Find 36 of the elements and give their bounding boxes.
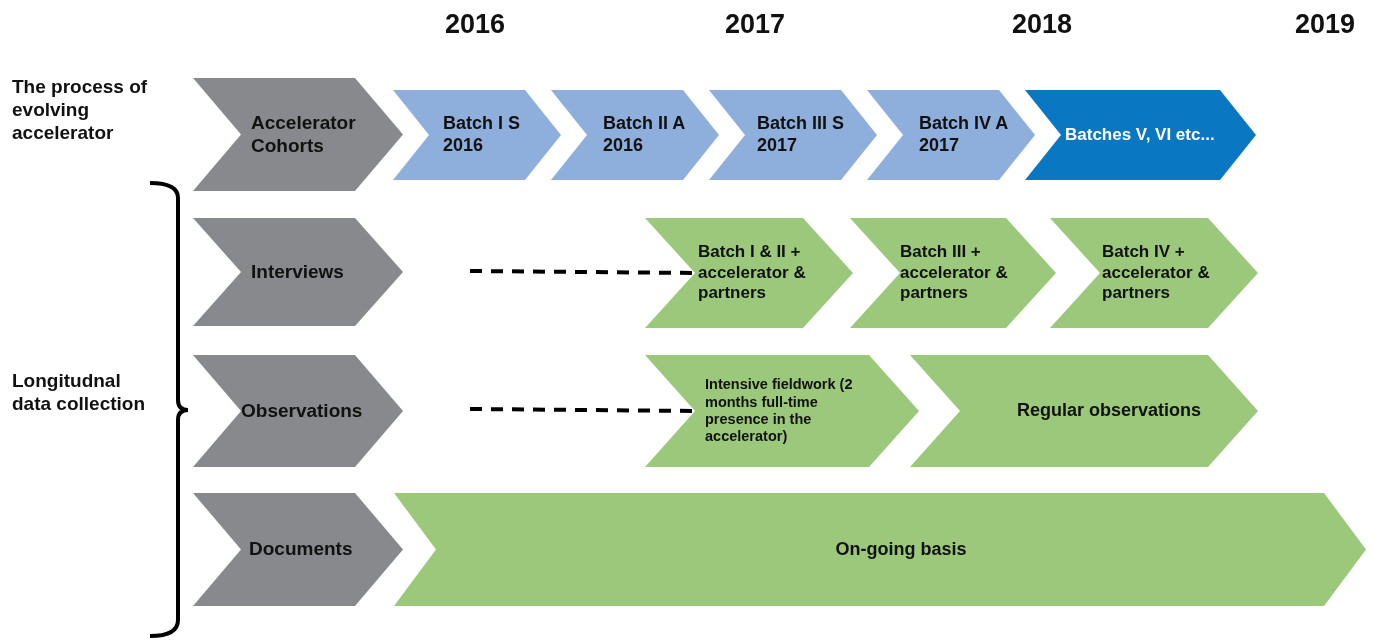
- chevron-label: Batch I S 2016: [443, 113, 522, 157]
- chevron-shape: [850, 218, 1056, 328]
- chevron-label: Interviews: [251, 260, 344, 284]
- year-label: 2016: [443, 8, 507, 41]
- year-label: 2019: [1293, 8, 1357, 41]
- chevron-label: Batch IV A 2017: [919, 113, 1009, 157]
- year-label: 2017: [723, 8, 787, 41]
- chevron-shape: [709, 90, 877, 180]
- chevron-shape: [645, 218, 853, 328]
- chevron-label: Batch II A 2016: [603, 113, 686, 157]
- chevron-shape: [193, 355, 403, 467]
- chevron-label: Batch III S 2017: [757, 113, 846, 157]
- group-heading: Longitudnal data collection: [12, 370, 147, 416]
- chevron-shape: [551, 90, 719, 180]
- chevron-label: Observations: [241, 399, 363, 423]
- chevron-shape: [193, 78, 403, 191]
- chevron-shape: [1050, 218, 1258, 328]
- chevron-label: On-going basis: [834, 538, 968, 561]
- chevron-shape: [1025, 90, 1256, 180]
- chevron-label: Batch IV + accelerator & partners: [1102, 242, 1210, 304]
- chevron-label: Documents: [249, 538, 353, 561]
- chevron-label: Intensive fieldwork (2 months full-time presence in the accelerator): [705, 376, 854, 446]
- chevron-label: Accelerator Cohorts: [251, 111, 357, 158]
- year-label: 2018: [1010, 8, 1074, 41]
- chevron-label: Batch III + accelerator & partners: [900, 242, 1008, 304]
- chevron-shape: [393, 90, 561, 180]
- chevron-shape: [394, 493, 1366, 606]
- chevron-shape: [193, 493, 403, 606]
- chevron-shape: [867, 90, 1035, 180]
- chevron-label: Batch I & II + accelerator & partners: [698, 242, 806, 304]
- row-heading: The process of evolving accelerator: [12, 76, 149, 145]
- chevron-shape: [193, 218, 403, 326]
- chevron-shape: [910, 355, 1258, 467]
- chevron-label: Regular observations: [1015, 400, 1203, 422]
- chevron-label: Batches V, VI etc...: [1065, 124, 1215, 146]
- chevron-shape: [645, 355, 919, 467]
